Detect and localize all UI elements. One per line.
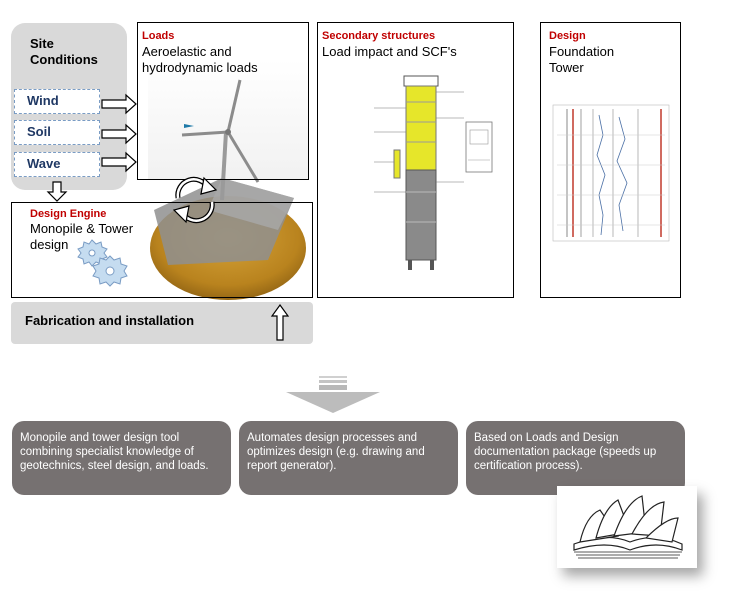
- wind-turbine-icon: [148, 60, 308, 300]
- site-title-line1: Site: [30, 36, 54, 51]
- design-engine-line1: Monopile & Tower: [30, 221, 134, 236]
- design-line2: Tower: [549, 60, 584, 75]
- condition-wave: Wave: [14, 152, 100, 177]
- design-engine-heading: Design Engine: [30, 208, 107, 220]
- card-1-line2: combining specialist knowledge of: [20, 446, 194, 458]
- loads-box: [137, 22, 309, 180]
- card-documentation: Based on Loads and Design documentation …: [466, 421, 685, 495]
- design-line1: Foundation: [549, 44, 615, 59]
- card-automation: Automates design processes and optimizes…: [239, 421, 458, 495]
- down-arrow-icon: [286, 376, 380, 413]
- loads-text: Aeroelastic and hydrodynamic loads: [142, 44, 258, 76]
- card-design-tool: Monopile and tower design tool combining…: [12, 421, 231, 495]
- loads-line2: hydrodynamic loads: [142, 60, 258, 75]
- loads-line1: Aeroelastic and: [142, 44, 232, 59]
- card-2-line2: optimizes design (e.g. drawing and: [247, 446, 425, 458]
- up-arrow-icon: [270, 303, 290, 341]
- monopile-drawing: [374, 75, 493, 270]
- documents-icon: [573, 495, 683, 559]
- right-arrow-icon: [101, 93, 137, 115]
- fabrication-label: Fabrication and installation: [25, 313, 195, 328]
- condition-soil: Soil: [14, 120, 100, 145]
- design-engine-text: Monopile & Tower design: [30, 221, 133, 253]
- design-heading: Design: [549, 30, 586, 42]
- gears-icon: [77, 239, 128, 287]
- card-3-line1: Based on Loads and Design: [474, 432, 619, 444]
- down-arrow-icon: [46, 181, 68, 202]
- site-conditions-title: Site Conditions: [30, 36, 98, 68]
- card-3-line2: documentation package (speeds up: [474, 446, 657, 458]
- card-3-line3: certification process).: [474, 460, 583, 472]
- right-arrow-icon: [101, 123, 137, 145]
- secondary-structures-heading: Secondary structures: [322, 30, 436, 42]
- card-1-line1: Monopile and tower design tool: [20, 432, 180, 444]
- design-sheet: [552, 104, 670, 242]
- loads-heading: Loads: [142, 30, 175, 42]
- card-1-line3: geotechnics, steel design, and loads.: [20, 460, 209, 472]
- fabrication-panel: [11, 302, 313, 344]
- cycle-arrows-icon: [172, 176, 218, 224]
- design-text: Foundation Tower: [549, 44, 614, 76]
- design-box: [540, 22, 681, 298]
- card-2-line3: report generator).: [247, 460, 337, 472]
- design-engine-line2: design: [30, 237, 69, 252]
- right-arrow-icon: [101, 151, 137, 173]
- card-2-line1: Automates design processes and: [247, 432, 418, 444]
- condition-wind: Wind: [14, 89, 100, 114]
- secondary-structures-line1: Load impact and SCF's: [322, 44, 457, 59]
- condition-arrows: [101, 93, 137, 173]
- site-title-line2: Conditions: [30, 52, 98, 67]
- secondary-structures-box: [317, 22, 514, 298]
- design-engine-box: [11, 202, 313, 298]
